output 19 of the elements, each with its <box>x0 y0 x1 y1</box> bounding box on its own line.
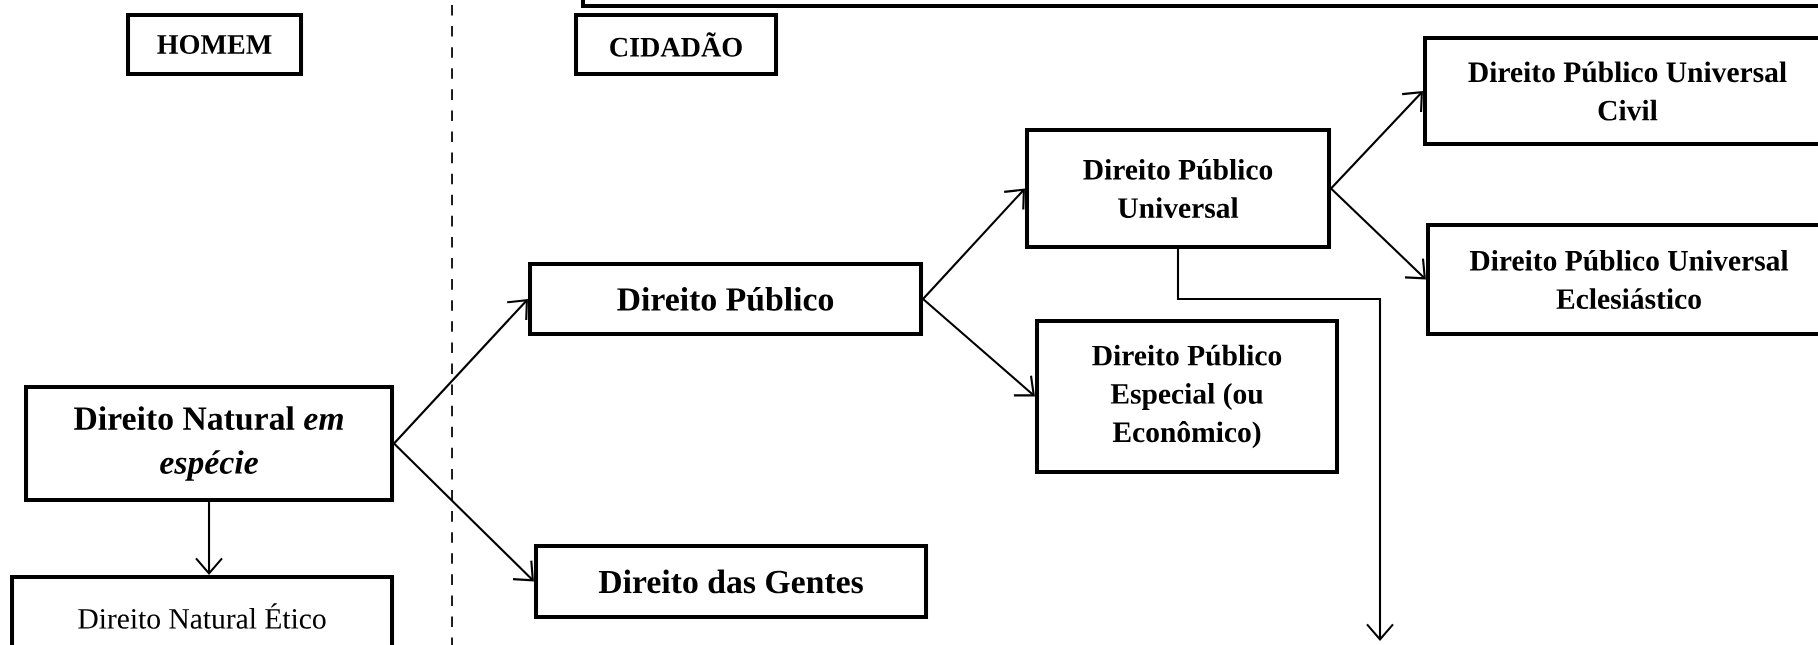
concept-box: Direito Público Universal Civil <box>1423 36 1818 146</box>
arrow <box>1176 249 1394 641</box>
header-box: CIDADÃO <box>574 13 779 76</box>
arrow <box>1330 187 1426 280</box>
concept-box: Direito Natural Ético <box>10 575 395 645</box>
header-box: HOMEM <box>126 13 304 76</box>
arrow <box>195 502 223 575</box>
concept-box: Direito Público <box>528 262 924 336</box>
arrow <box>922 298 1035 397</box>
concept-box: Direito Público Universal Eclesiástico <box>1426 223 1818 336</box>
concept-box: Direito Público Especial (ou Econômico) <box>1035 318 1339 474</box>
concept-box: Direito das Gentes <box>534 544 929 619</box>
concept-box: Direito Público Universal <box>1025 128 1332 249</box>
arrow <box>1330 91 1423 190</box>
arrow <box>393 442 534 582</box>
empty-box <box>581 0 1818 8</box>
arrow <box>393 299 528 445</box>
arrow <box>922 188 1025 300</box>
concept-box: Direito Natural em espécie <box>24 385 395 502</box>
